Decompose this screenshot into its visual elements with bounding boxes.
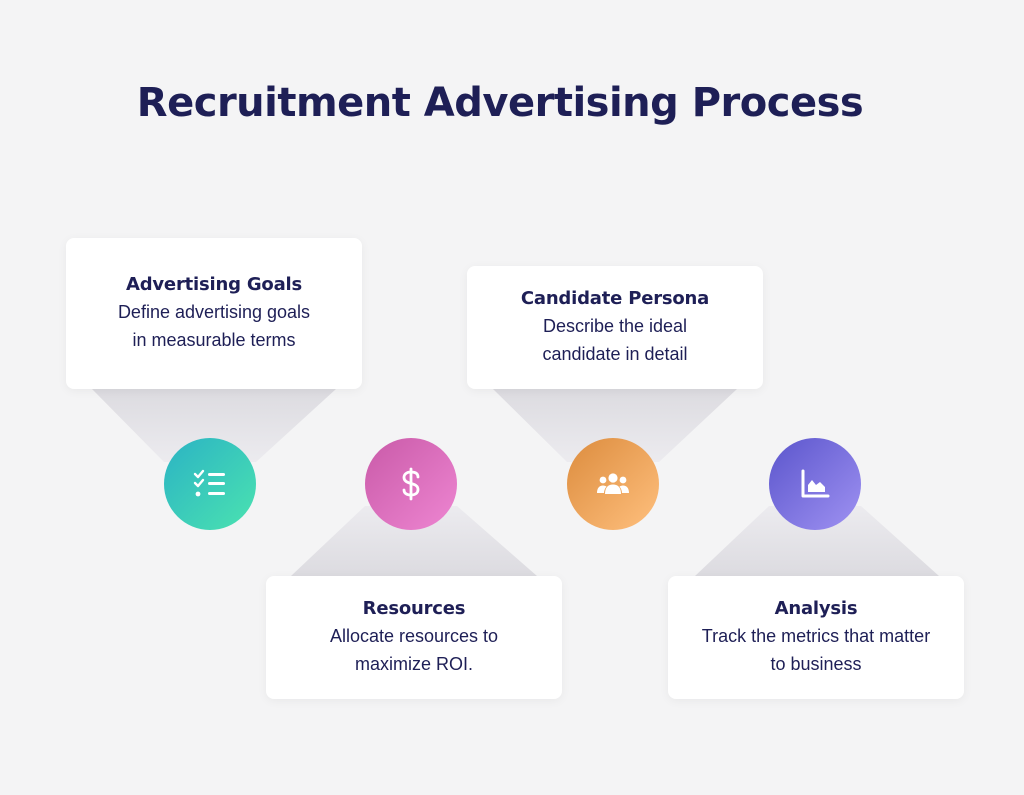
step-card-resources: Resources Allocate resources to maximize… [266,576,562,699]
step-heading: Resources [362,597,466,619]
step-icon-circle-resources [365,438,457,530]
page-title: Recruitment Advertising Process [136,80,864,126]
step-card-candidate-persona: Candidate Persona Describe the ideal can… [467,266,763,389]
step-heading: Candidate Persona [520,287,710,309]
connector-3 [493,389,737,462]
checklist-icon [193,469,225,497]
step-description: Describe the ideal candidate in detail [542,315,688,364]
step-icon-circle-goals [164,438,256,530]
step-description: Define advertising goals in measurable t… [117,301,311,350]
step-description: Allocate resources to maximize ROI. [329,625,499,674]
step-card-analysis: Analysis Track the metrics that matter t… [668,576,964,699]
step-icon-circle-persona [567,438,659,530]
connector-4 [695,506,939,576]
area-chart-icon [801,469,830,498]
step-description: Track the metrics that matter to busines… [701,625,931,674]
connector-1 [92,389,336,462]
step-icon-circle-analysis [769,438,861,530]
people-icon [597,473,629,494]
dollar-icon [402,467,420,501]
step-heading: Analysis [774,597,858,619]
connector-2 [291,506,537,576]
step-heading: Advertising Goals [125,273,303,295]
step-card-advertising-goals: Advertising Goals Define advertising goa… [66,238,362,389]
